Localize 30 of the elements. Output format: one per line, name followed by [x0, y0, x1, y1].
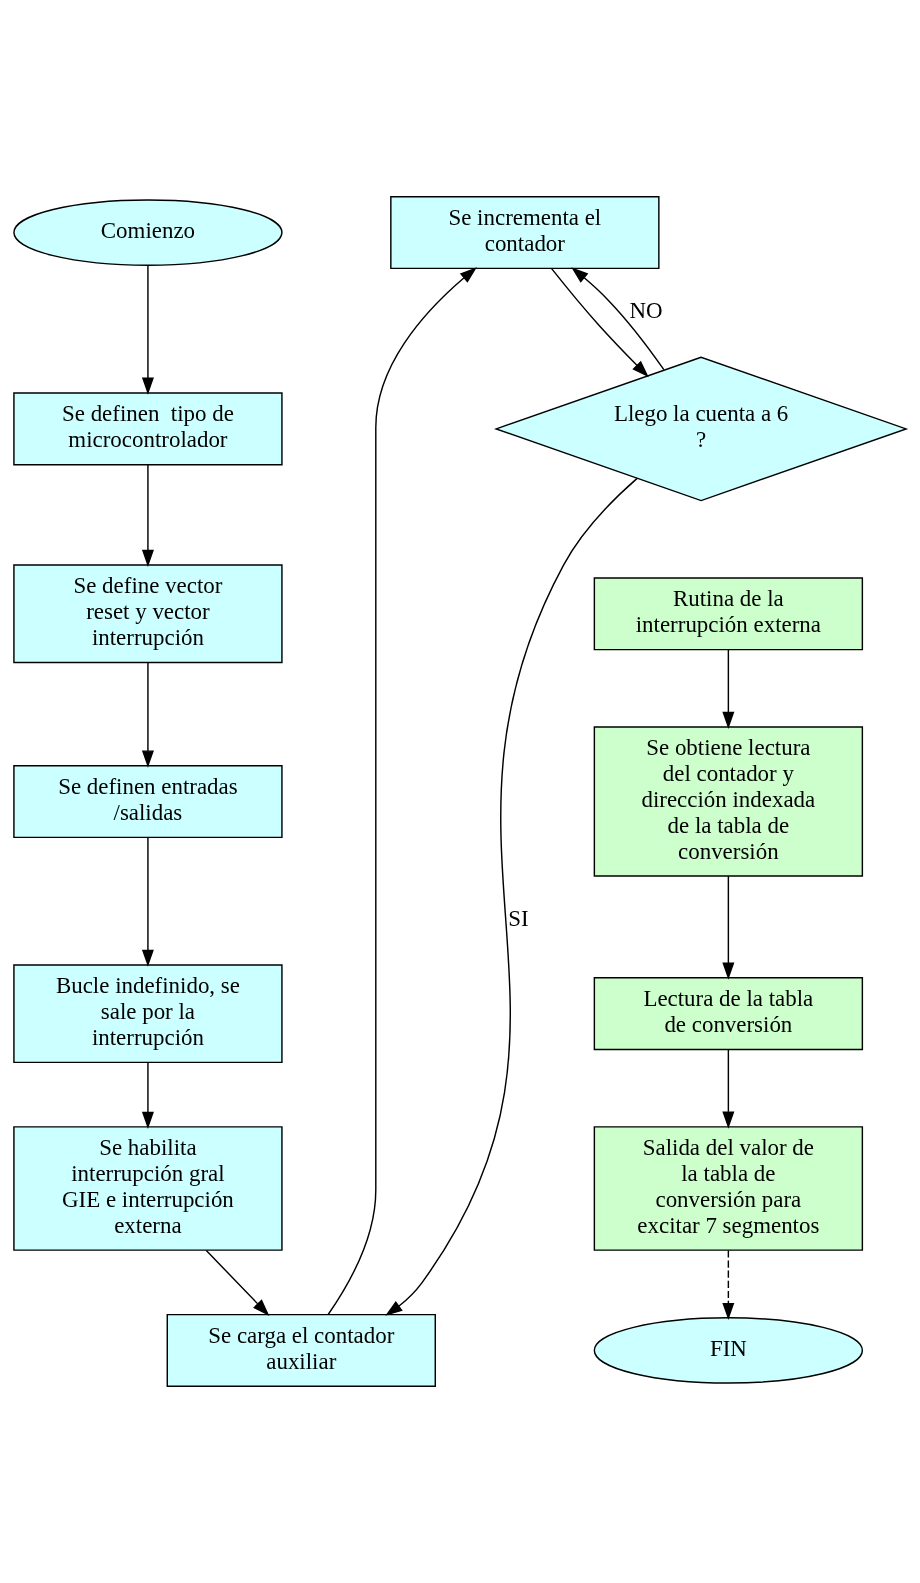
node-ellipse: FIN	[593, 1317, 864, 1384]
edge-label: NO	[629, 298, 663, 324]
node-box: Salida del valor de la tabla de conversión para excitar 7 segmentos	[593, 1126, 864, 1251]
node-box: Se incrementa el contador	[390, 196, 660, 270]
edge-label: SI	[508, 905, 529, 931]
node-diamond: Llego la cuenta a 6 ?	[494, 356, 909, 502]
node-ellipse: Comienzo	[13, 199, 283, 266]
arrow	[571, 267, 665, 371]
arrow	[141, 264, 154, 395]
node-box: Se definen tipo de microcontrolador	[13, 392, 283, 466]
node-box: Se obtiene lectura del contador y dirección indexada de la tabla de conversión	[593, 726, 864, 877]
node-box: Se habilita interrupción gral GIE e interrupción externa	[13, 1126, 283, 1251]
arrow	[722, 875, 735, 980]
arrow	[205, 1249, 270, 1316]
node-box: Se definen entradas /salidas	[13, 765, 283, 839]
node-box: Bucle indefinido, se sale por la interrupción	[13, 964, 283, 1064]
node-box: Se carga el contador auxiliar	[166, 1313, 436, 1387]
arrow	[722, 1249, 735, 1321]
arrow	[550, 267, 649, 378]
arrow	[141, 662, 154, 768]
node-box: Rutina de la interrupción externa	[593, 577, 864, 651]
node-box: Se define vector reset y vector interrupción	[13, 564, 283, 664]
arrow	[722, 1049, 735, 1129]
arrow	[141, 836, 154, 967]
arrow	[141, 464, 154, 567]
arrow	[141, 1061, 154, 1129]
arrow	[722, 649, 735, 729]
node-box: Lectura de la tabla de conversión	[593, 977, 864, 1051]
arrow	[385, 477, 638, 1316]
arrow	[327, 267, 477, 1316]
